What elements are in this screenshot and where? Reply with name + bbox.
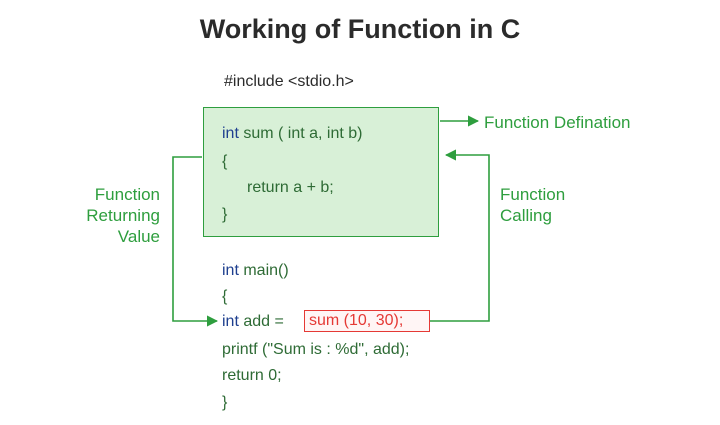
main-signature: int main() (222, 262, 289, 280)
keyword-int: int (222, 313, 239, 330)
function-definition-box (203, 107, 439, 237)
include-directive: #include <stdio.h> (224, 73, 354, 90)
calling-arrow (430, 149, 490, 322)
label-function-returning-line1: Function (94, 185, 160, 204)
function-call-highlight (304, 310, 430, 332)
signature-text: sum ( int a, int b) (238, 125, 363, 142)
main-close-brace: } (222, 394, 228, 411)
add-assignment: add = (238, 313, 289, 330)
keyword-int: int (222, 125, 239, 142)
printf-line: printf ("Sum is : %d", add); (222, 341, 410, 358)
return-line: return 0; (222, 367, 282, 384)
function-body: return a + b; (247, 179, 334, 196)
label-function-returning-line3: Value (117, 227, 160, 246)
function-open-brace: { (222, 153, 228, 170)
returning-arrow (172, 156, 219, 327)
add-declaration: int add = (222, 313, 288, 331)
function-signature: int sum ( int a, int b) (222, 125, 363, 143)
label-function-returning-value: Function Returning Value (60, 184, 160, 247)
diagram-title: Working of Function in C (199, 14, 521, 44)
label-function-calling-line1: Function (500, 185, 566, 204)
function-call: sum (10, 30); (309, 312, 404, 329)
label-function-calling: Function Calling (500, 184, 565, 226)
label-function-returning-line2: Returning (86, 206, 160, 225)
main-signature-text: main() (238, 262, 289, 279)
keyword-int: int (222, 262, 239, 279)
function-close-brace: } (222, 206, 228, 223)
main-open-brace: { (222, 288, 228, 305)
label-function-definition: Function Defination (484, 113, 631, 132)
label-function-calling-line2: Calling (500, 206, 552, 225)
